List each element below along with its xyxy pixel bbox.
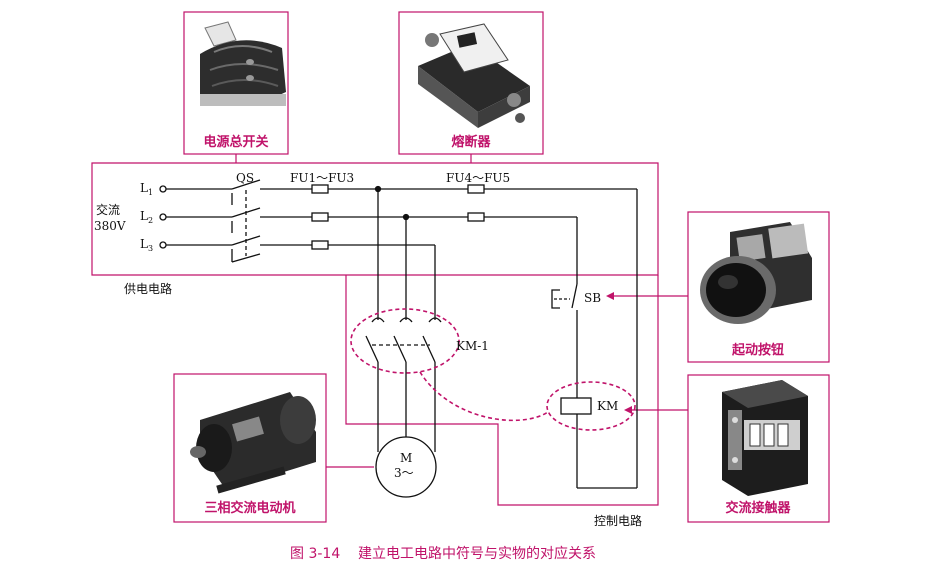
fuse-label: 熔断器	[451, 134, 491, 150]
figure-caption: 图 3-14 建立电工电路中符号与实物的对应关系	[290, 545, 596, 562]
contactor-photo-box: 交流接触器	[687, 374, 830, 523]
supply-circuit-label: 供电电路	[124, 281, 172, 296]
fu4-fu5-label: FU4～FU5	[446, 171, 510, 185]
voltage-label: 380V	[94, 219, 126, 233]
km-coil-highlight-ellipse	[546, 381, 636, 431]
motor-label: 三相交流电动机	[204, 500, 295, 516]
km1-highlight-ellipse	[350, 308, 460, 374]
km1-label: KM-1	[456, 339, 489, 353]
fuse-photo-box: 熔断器	[398, 11, 544, 155]
fu1-fu3-label: FU1～FU3	[290, 171, 354, 185]
fuse-photo	[418, 23, 530, 128]
control-circuit-outline	[345, 275, 659, 506]
supply-circuit-outline	[91, 162, 659, 276]
main-switch-photo	[200, 21, 286, 106]
ac-label: 交流	[96, 202, 120, 217]
wiring	[159, 179, 638, 498]
main-switch-photo-box: 电源总开关	[183, 11, 289, 155]
l2-label: L2	[140, 209, 153, 225]
km-label: KM	[597, 399, 618, 413]
button-arrow-head	[606, 292, 614, 300]
start-button-label: 起动按钮	[731, 342, 784, 358]
motor-photo	[190, 392, 316, 494]
motor-phase-label: 3～	[394, 466, 414, 480]
control-circuit-label: 控制电路	[594, 513, 642, 528]
main-switch-label: 电源总开关	[203, 134, 268, 150]
start-button-photo-box: 起动按钮	[687, 211, 830, 363]
motor-m-label: M	[400, 451, 412, 465]
qs-label: QS	[236, 171, 254, 185]
contactor-arrow-head	[624, 406, 632, 414]
l1-label: L1	[140, 181, 153, 197]
contactor-label: 交流接触器	[725, 500, 791, 516]
start-button-photo	[700, 222, 812, 324]
contactor-photo	[722, 380, 808, 496]
l3-label: L3	[140, 237, 153, 253]
correspondence-markers	[350, 308, 636, 431]
km-link-curve	[419, 371, 549, 422]
sb-label: SB	[584, 291, 601, 305]
motor-photo-box: 三相交流电动机	[173, 373, 327, 523]
